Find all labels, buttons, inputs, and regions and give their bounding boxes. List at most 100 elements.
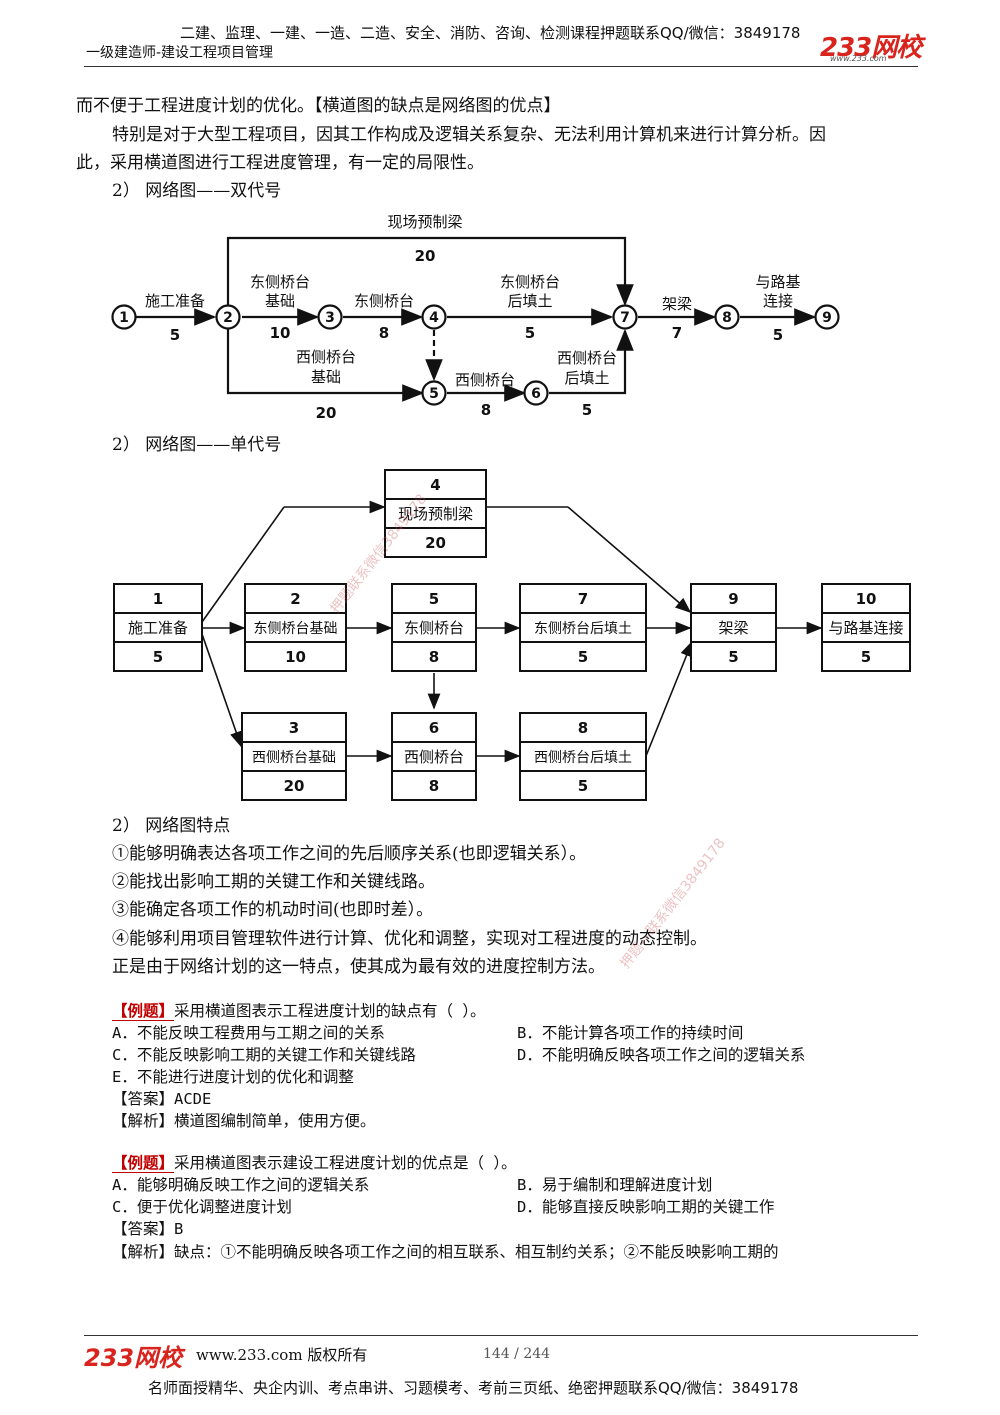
activity-box-3: 3 西侧桥台基础 20: [241, 712, 347, 801]
activity-name-3: 西侧桥台基础: [252, 749, 336, 766]
label-2-3-line1: 东侧桥台: [250, 273, 310, 291]
example-2-option-b: B．易于编制和理解进度计划: [517, 1176, 713, 1194]
activity-box-7: 7 东侧桥台后填土 5: [519, 583, 647, 672]
node-6: [523, 380, 549, 406]
activity-duration-10: 5: [861, 648, 871, 666]
activity-id-7: 7: [578, 590, 588, 608]
heading-double-code: 2） 网络图——双代号: [112, 181, 282, 201]
footer-ad-line: 名师面授精华、央企内训、考点串讲、习题模考、考前三页纸、绝密押题联系QQ/微信：…: [148, 1379, 799, 1397]
example-2-stem: 【例题】采用横道图表示建设工程进度计划的优点是（ ）。: [112, 1152, 517, 1174]
label-1-2: 施工准备: [145, 292, 205, 310]
node-1: [111, 304, 137, 330]
activity-id-1: 1: [153, 590, 163, 608]
header-ad-line: 二建、监理、一建、一造、二造、安全、消防、咨询、检测课程押题联系QQ/微信：38…: [180, 24, 801, 42]
example-2-answer: 【答案】B: [112, 1220, 184, 1238]
label-prefab-beam: 现场预制梁: [387, 213, 462, 231]
activity-id-6: 6: [429, 719, 439, 737]
link-1-3: [201, 633, 243, 748]
heading-features: 2） 网络图特点: [112, 816, 231, 836]
activity-duration-1: 5: [153, 648, 163, 666]
activity-box-4: 4 现场预制梁 20: [384, 469, 487, 558]
arrow-2-7: [226, 236, 634, 307]
example-2-option-a: A．能够明确反映工作之间的逻辑关系: [112, 1176, 370, 1194]
activity-name-8: 西侧桥台后填土: [534, 750, 632, 766]
example-1-option-b: B．不能计算各项工作的持续时间: [517, 1024, 744, 1042]
label-8-9-line2: 连接: [763, 292, 793, 310]
node-1-label: 1: [119, 310, 129, 326]
single-code-network-diagram: 4现场预制梁201施工准备52东侧桥台基础105东侧桥台87东侧桥台后填土59架…: [113, 469, 911, 801]
header-logo-url: www.233.com: [830, 54, 887, 63]
node-7-label: 7: [620, 310, 630, 326]
example-1-tag: 【例题】: [112, 1002, 175, 1021]
activity-name-7: 东侧桥台后填土: [534, 621, 632, 637]
dur-4-7: 5: [525, 324, 535, 342]
node-7: [612, 304, 638, 330]
activity-name-10: 与路基连接: [828, 619, 903, 637]
dur-1-2: 5: [170, 326, 180, 344]
activity-duration-5: 8: [429, 648, 439, 666]
dur-7-8: 7: [672, 324, 682, 342]
label-2-5-line1: 西侧桥台: [296, 348, 356, 366]
node-6-label: 6: [531, 386, 541, 402]
node-5-label: 5: [429, 386, 439, 402]
dur-6-7: 5: [582, 401, 592, 419]
activity-name-2: 东侧桥台基础: [254, 620, 338, 637]
activity-name-5: 东侧桥台: [404, 619, 464, 637]
arrow-6-7: [549, 328, 634, 395]
activity-duration-3: 20: [284, 777, 305, 795]
node-9-label: 9: [822, 310, 832, 326]
link-4-9: [567, 506, 692, 614]
label-4-7-line2: 后填土: [507, 292, 552, 310]
dur-3-4: 8: [379, 324, 389, 342]
activity-duration-6: 8: [429, 777, 439, 795]
label-2-5-line2: 基础: [311, 368, 341, 386]
dur-8-9: 5: [773, 326, 783, 344]
node-8-label: 8: [722, 310, 732, 326]
label-8-9-line1: 与路基: [755, 273, 800, 291]
activity-duration-4: 20: [425, 534, 446, 552]
node-5: [421, 380, 447, 406]
activity-id-10: 10: [856, 590, 877, 608]
dur-5-6: 8: [481, 401, 491, 419]
example-2-tag: 【例题】: [112, 1154, 175, 1173]
activity-id-5: 5: [429, 590, 439, 608]
label-3-4: 东侧桥台: [354, 292, 414, 310]
dur-2-5: 20: [316, 404, 337, 422]
activity-duration-2: 10: [285, 648, 306, 666]
activity-duration-8: 5: [578, 777, 588, 795]
label-5-6: 西侧桥台: [455, 371, 515, 389]
activity-box-5: 5 东侧桥台 8: [391, 583, 477, 672]
activity-name-4: 现场预制梁: [398, 505, 473, 523]
feature-4: ④能够利用项目管理软件进行计算、优化和调整，实现对工程进度的动态控制。: [112, 929, 707, 949]
activity-id-3: 3: [289, 719, 299, 737]
activity-duration-7: 5: [578, 648, 588, 666]
node-2-label: 2: [223, 310, 233, 326]
node-9: [814, 304, 840, 330]
node-3: [317, 304, 343, 330]
dur-2-3: 10: [270, 324, 291, 342]
link-1-4: [201, 506, 285, 623]
example-1-option-e: E．不能进行进度计划的优化和调整: [112, 1068, 354, 1086]
feature-3: ③能确定各项工作的机动时间(也即时差）。: [112, 900, 434, 920]
label-6-7-line2: 后填土: [564, 369, 609, 387]
node-4: [421, 304, 447, 330]
example-1-option-a: A．不能反映工程费用与工期之间的关系: [112, 1024, 385, 1042]
example-2-option-c: C．便于优化调整进度计划: [112, 1198, 292, 1216]
footer-logo: 233网校: [84, 1344, 183, 1372]
label-4-7-line1: 东侧桥台: [500, 273, 560, 291]
heading-single-code: 2） 网络图——单代号: [112, 435, 282, 455]
node-8: [714, 304, 740, 330]
activity-name-9: 架梁: [718, 619, 748, 637]
activity-duration-9: 5: [728, 648, 738, 666]
footer-rule: [84, 1335, 918, 1336]
example-1-stem: 【例题】采用横道图表示工程进度计划的缺点有（ ）。: [112, 1000, 486, 1022]
example-2-option-d: D．能够直接反映影响工期的关键工作: [517, 1198, 775, 1216]
arrow-2-5: [226, 329, 425, 402]
example-2-question: 采用横道图表示建设工程进度计划的优点是（ ）。: [174, 1154, 517, 1172]
label-7-8: 架梁: [662, 295, 692, 313]
activity-id-4: 4: [430, 476, 440, 494]
example-2-analysis: 【解析】缺点：①不能明确反映各项工作之间的相互联系、相互制约关系；②不能反映影响…: [112, 1243, 779, 1261]
